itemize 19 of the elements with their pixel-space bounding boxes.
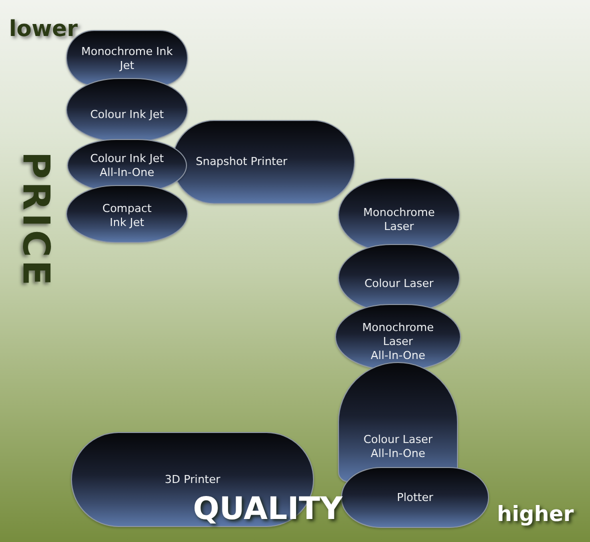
axis-end-label: higher	[497, 504, 574, 525]
category-label: Monochrome Ink Jet	[80, 45, 174, 73]
category-label: Compact Ink Jet	[101, 202, 153, 230]
axis-title: PRICE	[18, 152, 54, 288]
category-label: Plotter	[396, 490, 434, 504]
category-pill	[66, 185, 188, 243]
category-label: Colour Laser	[364, 277, 434, 291]
category-pill	[341, 467, 489, 528]
category-label: Colour Ink Jet	[90, 108, 164, 122]
category-label: Monochrome Laser All-In-One	[361, 321, 435, 363]
category-label: Colour Ink Jet All-In-One	[89, 152, 165, 180]
category-pill	[172, 120, 355, 204]
axis-end-label: lower	[9, 19, 78, 41]
category-pill	[66, 78, 188, 142]
axis-title: QUALITY	[193, 494, 342, 525]
category-label: Snapshot Printer	[196, 155, 288, 169]
category-label: 3D Printer	[164, 472, 220, 486]
category-label: Monochrome Laser	[362, 206, 436, 234]
category-label: Colour Laser All-In-One	[362, 433, 434, 461]
